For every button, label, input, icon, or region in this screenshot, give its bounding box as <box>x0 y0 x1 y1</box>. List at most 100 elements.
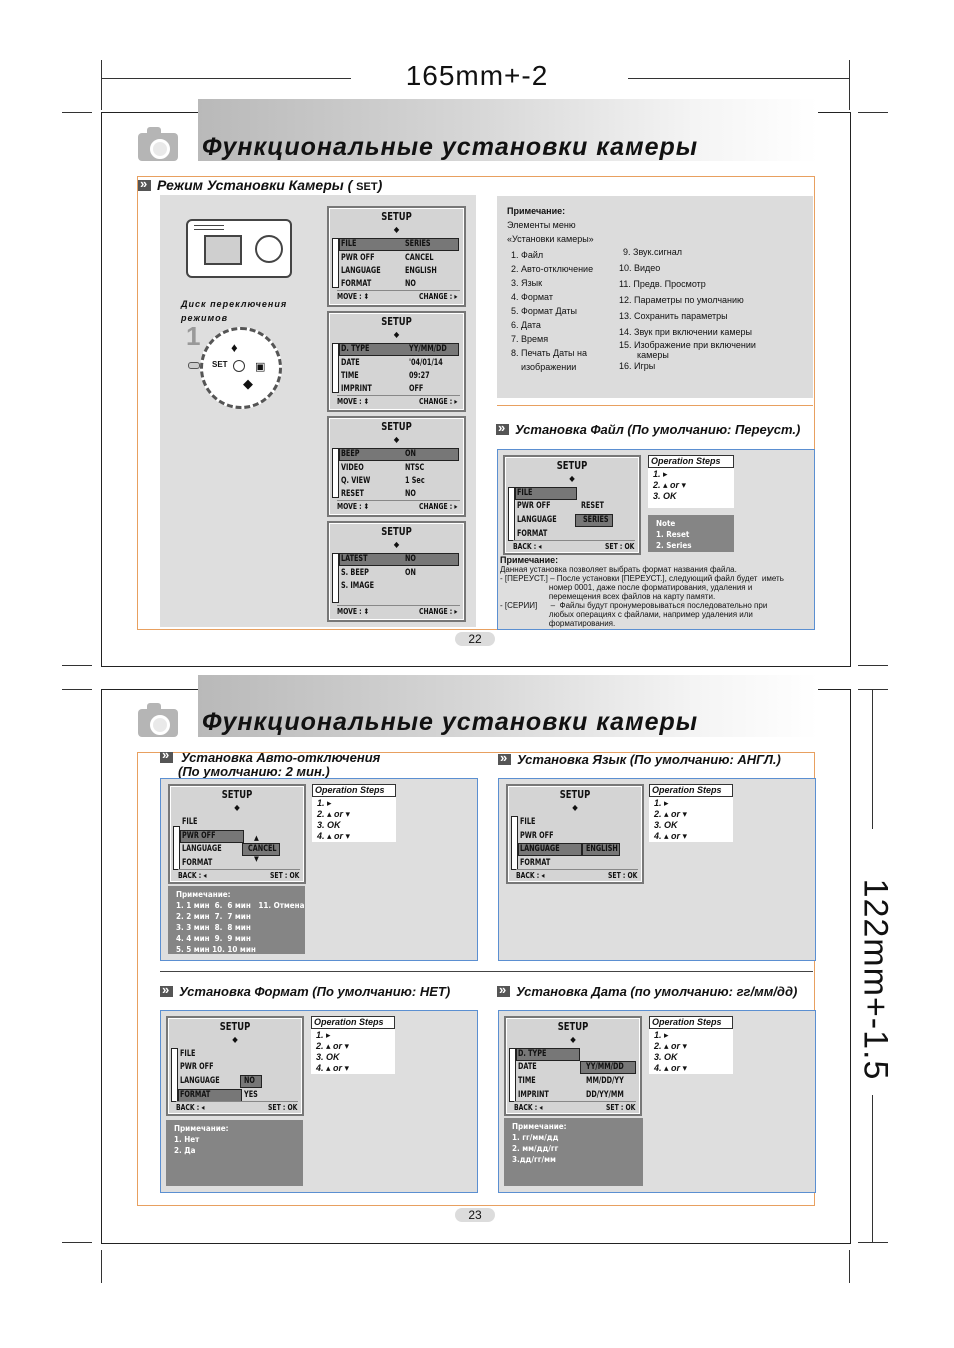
width-dimension-label: 165mm+-2 <box>405 60 549 91</box>
menu-value: '04/01/14 <box>409 358 443 368</box>
lcd-screen <box>204 235 242 265</box>
setup-screen-3: SETUP ◆ BEEP ON VIDEO NTSC Q. VIEW 1 Sec… <box>327 416 466 517</box>
menu-list-item: 6. Дата <box>511 320 541 330</box>
menu-row: LATEST <box>341 554 368 564</box>
menu-row: FILE <box>180 1049 196 1059</box>
menu-value: ENGLISH <box>405 266 437 276</box>
page-22-header-bar <box>198 99 818 161</box>
format-operation-steps: Operation Steps 1. ▸ 2. ▴ or ▾ 3. OK 4. … <box>311 1016 395 1074</box>
operation-step: 2. ▴ or ▾ <box>317 809 351 819</box>
navigation-dial-icon <box>255 235 283 263</box>
file-section-title: Установка Файл (По умолчанию: Переуст.) <box>496 420 801 437</box>
operation-step: 1. ▸ <box>317 798 332 808</box>
move-hint: MOVE : <box>337 292 362 301</box>
operation-step: 1. ▸ <box>654 1030 669 1040</box>
menu-list-item: 2. Авто-отключение <box>511 264 594 274</box>
screen-title: SETUP <box>381 525 412 538</box>
screen-title: SETUP <box>381 420 412 433</box>
menu-list-item: 12. Параметры по умолчанию <box>619 295 744 305</box>
menu-row: LANGUAGE <box>341 266 381 276</box>
menu-row: S. BEEP <box>341 568 369 578</box>
menu-row: D. TYPE <box>341 344 370 354</box>
date-note: Примечание: 1. гг/мм/дд 2. мм/дд/гг 3.дд… <box>504 1118 643 1186</box>
menu-value: YY/MM/DD <box>409 344 447 354</box>
menu-row: PWR OFF <box>180 1062 214 1072</box>
date-operation-steps: Operation Steps 1. ▸ 2. ▴ or ▾ 3. OK 4. … <box>649 1016 733 1074</box>
operation-step: 4. ▴ or ▾ <box>654 831 688 841</box>
note-title: Примечание: <box>507 206 566 216</box>
file-setup-screen: SETUP ◆ FILE PWR OFF RESET LANGUAGE SERI… <box>503 455 641 555</box>
menu-row: FILE <box>517 488 533 498</box>
menu-list-item: 7. Время <box>511 334 549 344</box>
menu-row: FILE <box>182 817 198 827</box>
operation-steps-header: Operation Steps <box>649 1016 733 1029</box>
screen-title: SETUP <box>559 788 591 801</box>
format-note: Примечание: 1. Нет 2. Да <box>166 1120 303 1186</box>
format-section-title: Установка Формат (По умолчанию: НЕТ) <box>160 982 450 999</box>
menu-value: NO <box>405 489 416 499</box>
operation-step: 1. ▸ <box>654 798 669 808</box>
menu-value: SERIES <box>583 515 609 525</box>
change-hint: CHANGE : <box>419 502 453 511</box>
menu-value: NO <box>405 554 416 564</box>
operation-step: 4. ▴ or ▾ <box>317 831 351 841</box>
menu-row: BEEP <box>341 449 360 459</box>
operation-step: 1. ▸ <box>316 1030 331 1040</box>
file-section-text: Установка Файл (По умолчанию: Переуст.) <box>515 422 801 437</box>
section-text: Установка Дата (по умолчанию: гг/мм/дд) <box>516 984 798 999</box>
camera-back-illustration <box>186 219 292 278</box>
operation-step: 3. OK <box>654 820 678 830</box>
menu-row: FILE <box>341 239 357 249</box>
menu-value: ON <box>405 449 416 459</box>
chevron-icon <box>498 750 511 765</box>
menu-row: LANGUAGE <box>520 844 560 854</box>
section-title-text: Режим Установки Камеры ( <box>157 177 353 193</box>
menu-list-item: изображении <box>521 362 577 372</box>
note-intro: «Установки камеры» <box>507 234 594 244</box>
chevron-icon <box>497 982 510 997</box>
menu-value: CANCEL <box>405 253 434 263</box>
menu-value: OFF <box>409 384 424 394</box>
menu-row: PWR OFF <box>520 831 554 841</box>
back-hint: BACK : <box>514 1103 538 1112</box>
section-title-close: ) <box>377 177 383 193</box>
menu-row: IMPRINT <box>341 384 372 394</box>
camera-icon <box>138 703 178 737</box>
set-label: SET <box>356 181 378 193</box>
menu-items-note: Примечание: Элементы меню «Установки кам… <box>497 196 813 398</box>
menu-value: ON <box>405 568 416 578</box>
operation-step: 3. OK <box>653 491 677 501</box>
menu-value: NO <box>405 279 416 289</box>
menu-list-item: 5. Формат Даты <box>511 306 577 316</box>
power-off-section-title: Установка Авто-отключения (По умолчанию:… <box>160 748 380 779</box>
chevron-icon <box>496 420 509 435</box>
menu-list-item: камеры <box>637 350 669 360</box>
menu-row: RESET <box>341 489 364 499</box>
menu-list-item: 14. Звук при включении камеры <box>619 327 753 337</box>
chevron-icon <box>160 982 173 997</box>
language-operation-steps: Operation Steps 1. ▸ 2. ▴ or ▾ 3. OK 4. … <box>649 784 733 842</box>
menu-value: 09:27 <box>409 371 430 381</box>
change-hint: CHANGE : <box>419 607 453 616</box>
set-hint: SET : OK <box>270 871 300 880</box>
menu-row: Q. VIEW <box>341 476 371 486</box>
menu-list-item: 1. Файл <box>511 250 544 260</box>
operation-step: 2. ▴ or ▾ <box>654 809 688 819</box>
operation-step: 3. OK <box>654 1052 678 1062</box>
power-off-screen: SETUP ◆ FILE PWR OFF ▲ LANGUAGE CANCEL ▼… <box>168 784 306 884</box>
menu-list-item: 15. Изображение при включении <box>619 340 756 350</box>
operation-step: 2. ▴ or ▾ <box>653 480 687 490</box>
menu-list-item: 3. Язык <box>511 278 543 288</box>
menu-list-item: 8. Печать Даты на <box>511 348 587 358</box>
operation-steps-header: Operation Steps <box>649 784 733 797</box>
move-hint: MOVE : <box>337 607 362 616</box>
set-hint: SET : OK <box>268 1103 298 1112</box>
section-text: (По умолчанию: 2 мин.) <box>178 764 330 779</box>
setup-screen-4: SETUP ◆ LATEST NO S. BEEP ON S. IMAGE MO… <box>327 521 466 622</box>
settings-section <box>137 752 815 1206</box>
menu-value: NTSC <box>405 463 425 473</box>
menu-value: ENGLISH <box>586 844 618 854</box>
menu-row: FORMAT <box>520 858 551 868</box>
chevron-icon <box>138 176 151 191</box>
move-hint: MOVE : <box>337 502 362 511</box>
